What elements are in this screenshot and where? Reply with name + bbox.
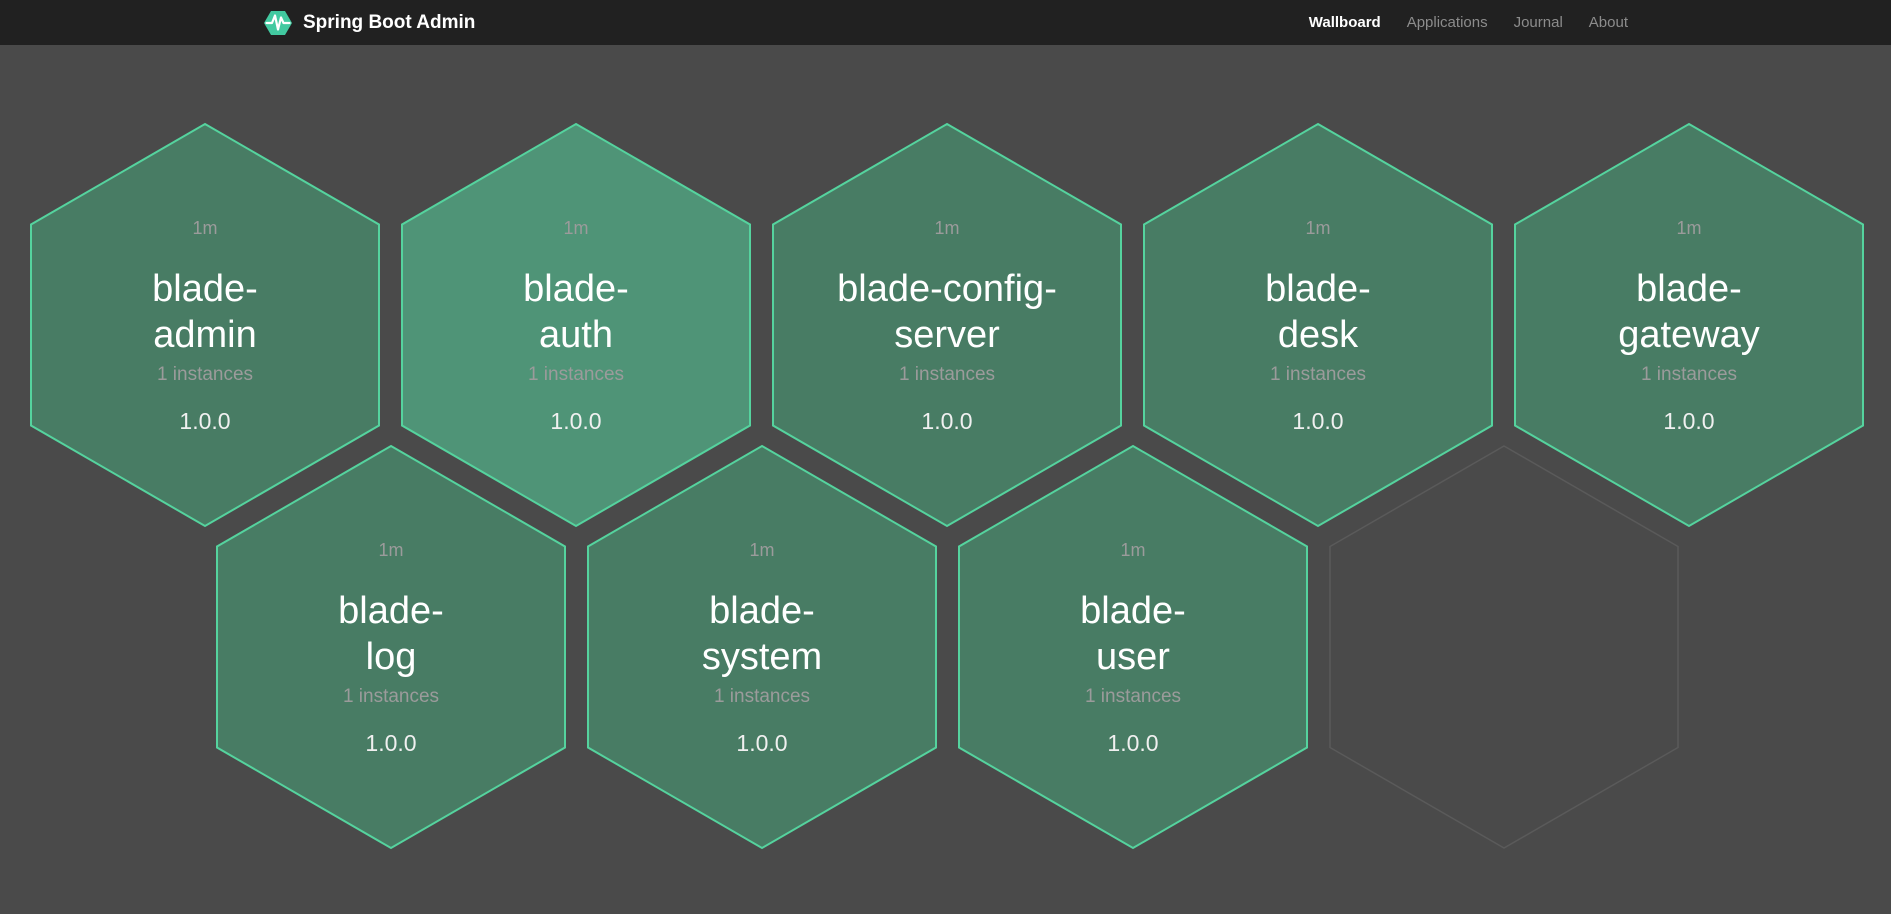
- nav-item-about[interactable]: About: [1588, 14, 1628, 31]
- app-hexagon-blade-user[interactable]: 1m blade- user 1 instances 1.0.0: [957, 444, 1309, 850]
- app-name: blade- system: [701, 590, 823, 678]
- app-name: blade-config- server: [837, 268, 1057, 356]
- hexagon-outline: [1329, 445, 1679, 849]
- hexagon-shape: [216, 444, 566, 850]
- spring-boot-admin-logo-icon: [264, 10, 292, 35]
- uptime-label: 1m: [1305, 218, 1331, 238]
- hexagon-shape: [1143, 122, 1493, 528]
- nav-item-applications[interactable]: Applications: [1406, 14, 1488, 31]
- uptime-label: 1m: [378, 540, 404, 560]
- uptime-label: 1m: [1120, 540, 1146, 560]
- app-header: Spring Boot Admin Wallboard Applications…: [0, 0, 1891, 45]
- instances-label: 1 instances: [527, 364, 625, 385]
- nav-item-journal[interactable]: Journal: [1513, 14, 1563, 31]
- hexagon-shape: [587, 444, 937, 850]
- version-label: 1.0.0: [1107, 730, 1159, 756]
- header-container: Spring Boot Admin Wallboard Applications…: [263, 0, 1628, 45]
- version-label: 1.0.0: [921, 408, 973, 434]
- instances-label: 1 instances: [1640, 364, 1738, 385]
- main-nav: Wallboard Applications Journal About: [1309, 14, 1628, 31]
- hexagon-shape: [958, 444, 1308, 850]
- version-label: 1.0.0: [1292, 408, 1344, 434]
- version-label: 1.0.0: [736, 730, 788, 756]
- app-name: blade- log: [338, 590, 444, 678]
- app-hexagon-blade-config-server[interactable]: 1m blade-config- server 1 instances 1.0.…: [771, 122, 1123, 528]
- version-label: 1.0.0: [179, 408, 231, 434]
- app-name: blade- desk: [1265, 268, 1371, 356]
- app-hexagon-blade-gateway[interactable]: 1m blade- gateway 1 instances 1.0.0: [1513, 122, 1865, 528]
- app-hexagon-blade-desk[interactable]: 1m blade- desk 1 instances 1.0.0: [1142, 122, 1494, 528]
- instances-label: 1 instances: [898, 364, 996, 385]
- instances-label: 1 instances: [1084, 686, 1182, 707]
- instances-label: 1 instances: [156, 364, 254, 385]
- wallboard: 1m blade- admin 1 instances 1.0.0 1m bla…: [0, 45, 1891, 914]
- app-name: blade- admin: [152, 268, 258, 356]
- nav-item-wallboard[interactable]: Wallboard: [1308, 14, 1381, 31]
- app-name: blade- gateway: [1618, 268, 1760, 356]
- uptime-label: 1m: [749, 540, 775, 560]
- uptime-label: 1m: [1676, 218, 1702, 238]
- app-hexagon-blade-admin[interactable]: 1m blade- admin 1 instances 1.0.0: [29, 122, 381, 528]
- app-name: blade- user: [1080, 590, 1186, 678]
- version-label: 1.0.0: [365, 730, 417, 756]
- uptime-label: 1m: [934, 218, 960, 238]
- hexagon-shape: [30, 122, 380, 528]
- app-title: Spring Boot Admin: [303, 11, 476, 33]
- uptime-label: 1m: [563, 218, 589, 238]
- instances-label: 1 instances: [342, 686, 440, 707]
- hexagon-shape: [1514, 122, 1864, 528]
- app-name: blade- auth: [523, 268, 629, 356]
- app-hexagon-blade-auth[interactable]: 1m blade- auth 1 instances 1.0.0: [400, 122, 752, 528]
- uptime-label: 1m: [192, 218, 218, 238]
- instances-label: 1 instances: [713, 686, 811, 707]
- version-label: 1.0.0: [1663, 408, 1715, 434]
- hexagon-shape: [401, 122, 751, 528]
- instances-label: 1 instances: [1269, 364, 1367, 385]
- brand-link[interactable]: Spring Boot Admin: [263, 8, 475, 38]
- app-hexagon-blade-log[interactable]: 1m blade- log 1 instances 1.0.0: [215, 444, 567, 850]
- version-label: 1.0.0: [550, 408, 602, 434]
- empty-hexagon-slot: [1328, 444, 1680, 850]
- app-hexagon-blade-system[interactable]: 1m blade- system 1 instances 1.0.0: [586, 444, 938, 850]
- hexagon-shape: [772, 122, 1122, 528]
